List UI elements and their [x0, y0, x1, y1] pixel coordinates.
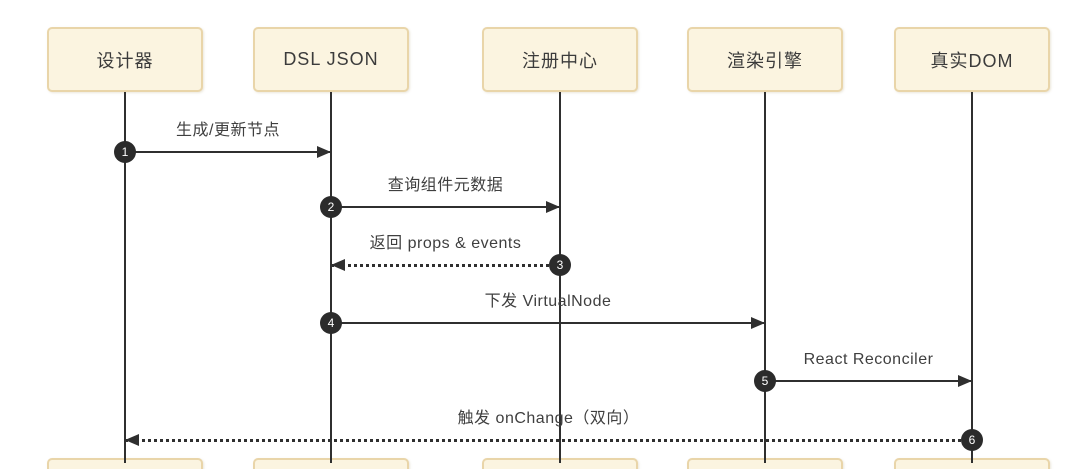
lifeline-designer [124, 92, 126, 463]
actor-label-dsl-json: DSL JSON [283, 49, 379, 69]
sequence-number-badge-3: 3 [549, 254, 571, 276]
message-arrow-line-4 [331, 322, 765, 324]
actor-label-registry: 注册中心 [522, 50, 598, 71]
message-arrowhead-3 [331, 259, 345, 271]
sequence-number-badge-1: 1 [114, 141, 136, 163]
lifeline-dsl-json [330, 92, 332, 463]
actor-label-real-dom: 真实DOM [930, 50, 1014, 71]
message-arrowhead-5 [958, 375, 972, 387]
message-arrow-line-1 [125, 151, 331, 153]
message-label-5: React Reconciler [803, 351, 934, 368]
actor-box-designer: 设计器 [47, 27, 203, 92]
actor-box-dsl-json: DSL JSON [253, 27, 409, 92]
message-arrow-line-2 [331, 206, 560, 208]
message-arrowhead-1 [317, 146, 331, 158]
lifeline-registry [559, 92, 561, 463]
message-arrow-line-3 [331, 264, 560, 267]
sequence-number-badge-5: 5 [754, 370, 776, 392]
message-arrowhead-6 [125, 434, 139, 446]
message-arrowhead-2 [546, 201, 560, 213]
actor-box-real-dom: 真实DOM [894, 27, 1050, 92]
actor-box-render-engine: 渲染引擎 [687, 27, 843, 92]
message-arrow-line-6 [125, 439, 972, 442]
sequence-number-badge-4: 4 [320, 312, 342, 334]
actor-box-registry: 注册中心 [482, 27, 638, 92]
sequence-number-badge-6: 6 [961, 429, 983, 451]
actor-label-designer: 设计器 [96, 50, 154, 71]
actor-label-render-engine: 渲染引擎 [727, 50, 803, 71]
message-label-2: 查询组件元数据 [387, 177, 504, 194]
sequence-number-badge-2: 2 [320, 196, 342, 218]
lifeline-real-dom [971, 92, 973, 463]
message-label-6: 触发 onChange（双向） [457, 410, 640, 427]
lifeline-render-engine [764, 92, 766, 463]
message-label-1: 生成/更新节点 [176, 122, 280, 139]
message-arrowhead-4 [751, 317, 765, 329]
message-label-3: 返回 props & events [369, 235, 522, 252]
message-arrow-line-5 [765, 380, 972, 382]
message-label-4: 下发 VirtualNode [484, 293, 612, 310]
